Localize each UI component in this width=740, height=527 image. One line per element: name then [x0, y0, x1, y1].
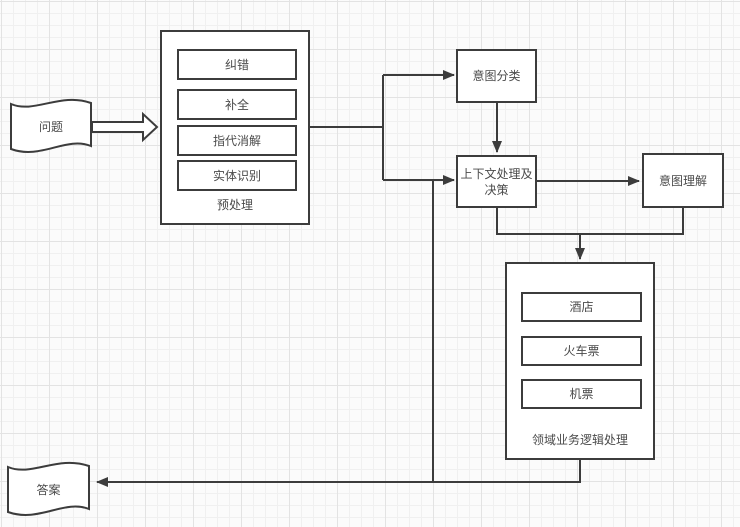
preprocess-item-completion: 补全: [177, 89, 297, 120]
domain-item-label: 机票: [569, 387, 594, 401]
node-intent-classification: 意图分类: [456, 49, 537, 103]
domain-item-label: 酒店: [569, 300, 594, 314]
question-document-shape: [10, 98, 92, 153]
domain-logic-group-title: 领域业务逻辑处理: [531, 433, 628, 447]
connector-merge-to-domain: [496, 208, 684, 235]
domain-item-flight-ticket: 机票: [521, 379, 642, 409]
preprocess-item-label: 补全: [224, 97, 249, 112]
intent-understanding-label: 意图理解: [658, 173, 707, 188]
intent-classification-label: 意图分类: [472, 69, 521, 83]
preprocess-group-title: 预处理: [216, 198, 253, 212]
answer-document-shape: [7, 461, 90, 516]
preprocess-item-label: 指代消解: [212, 133, 261, 148]
preprocess-item-coreference-resolution: 指代消解: [177, 125, 297, 156]
domain-item-label: 火车票: [563, 344, 600, 358]
question-node-label: 问题: [38, 119, 63, 134]
preprocess-item-error-correction: 纠错: [177, 49, 297, 80]
block-arrow-icon: [91, 111, 159, 143]
connector-domain-to-answer: [96, 459, 581, 487]
preprocess-item-entity-recognition: 实体识别: [177, 160, 297, 191]
context-decision-label: 上下文处理及决策: [460, 166, 533, 197]
answer-node-label: 答案: [36, 482, 61, 497]
preprocess-item-label: 实体识别: [212, 168, 261, 183]
node-intent-understanding: 意图理解: [642, 153, 724, 208]
domain-item-train-ticket: 火车票: [521, 336, 642, 366]
domain-item-hotel: 酒店: [521, 292, 642, 322]
preprocess-item-label: 纠错: [224, 57, 249, 72]
connector-preprocess-branch: [310, 75, 384, 180]
node-domain-logic: 酒店 火车票 机票 领域业务逻辑处理: [505, 262, 655, 460]
node-preprocess: 纠错 补全 指代消解 实体识别 预处理: [160, 30, 310, 225]
node-context-decision: 上下文处理及决策: [456, 155, 537, 208]
